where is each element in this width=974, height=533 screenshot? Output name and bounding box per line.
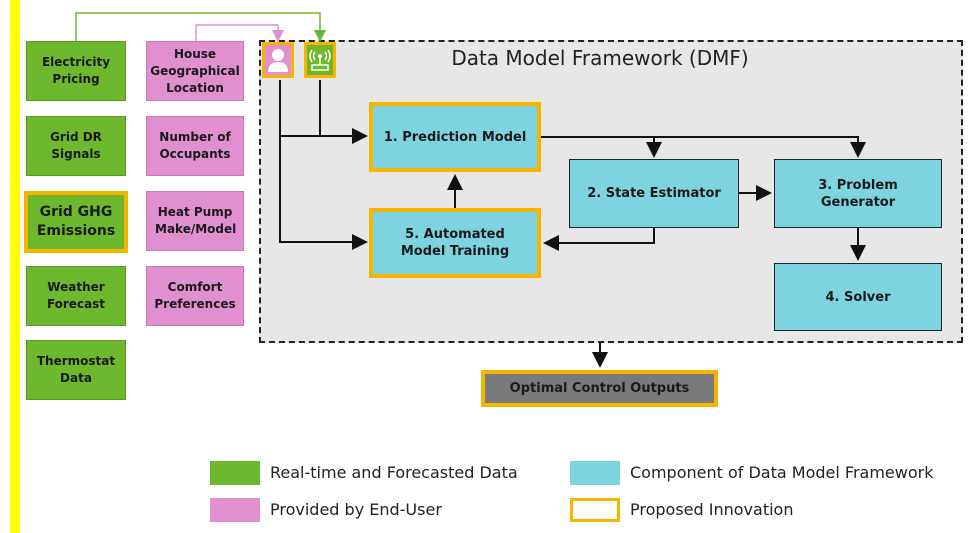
legend-realtime-label: Real-time and Forecasted Data: [270, 463, 518, 482]
thermostat-data-box: Thermostat Data: [26, 340, 126, 400]
legend-innovation-swatch: [570, 498, 620, 522]
thermostat-data-label: Thermostat Data: [36, 354, 116, 385]
legend-user-swatch: [210, 498, 260, 522]
electricity-pricing-box: Electricity Pricing: [26, 41, 126, 101]
heat-pump-box: Heat Pump Make/Model: [146, 191, 244, 251]
grid-dr-signals-box: Grid DR Signals: [26, 116, 126, 176]
automated-training-box: 5. Automated Model Training: [369, 208, 541, 278]
yellow-side-bar: [10, 0, 20, 533]
state-estimator-label: 2. State Estimator: [587, 186, 721, 201]
legend-innovation-label: Proposed Innovation: [630, 500, 794, 519]
solver-box: 4. Solver: [774, 263, 942, 331]
prediction-model-label: 1. Prediction Model: [383, 129, 527, 145]
legend-component-label: Component of Data Model Framework: [630, 463, 934, 482]
state-estimator-box: 2. State Estimator: [569, 159, 739, 228]
heat-pump-label: Heat Pump Make/Model: [155, 205, 237, 236]
comfort-preferences-box: Comfort Preferences: [146, 266, 244, 326]
number-of-occupants-label: Number of Occupants: [159, 130, 231, 161]
automated-training-label: 5. Automated Model Training: [400, 227, 510, 259]
grid-ghg-emissions-label: Grid GHG Emissions: [36, 204, 116, 239]
optimal-control-outputs-label: Optimal Control Outputs: [509, 381, 690, 396]
dmf-title: Data Model Framework (DMF): [451, 46, 749, 70]
house-location-box: House Geographical Location: [146, 41, 244, 101]
solver-label: 4. Solver: [825, 289, 891, 305]
number-of-occupants-box: Number of Occupants: [146, 116, 244, 176]
grid-ghg-emissions-box: Grid GHG Emissions: [24, 191, 128, 253]
weather-forecast-label: Weather Forecast: [46, 280, 106, 311]
legend-component-swatch: [570, 461, 620, 485]
weather-forecast-box: Weather Forecast: [26, 266, 126, 326]
optimal-control-outputs-box: Optimal Control Outputs: [481, 370, 718, 407]
problem-generator-label: 3. Problem Generator: [818, 177, 898, 210]
wireless-sensor-icon: [304, 42, 336, 78]
electricity-pricing-label: Electricity Pricing: [41, 55, 111, 86]
legend-user-label: Provided by End-User: [270, 500, 442, 519]
comfort-preferences-label: Comfort Preferences: [154, 280, 236, 311]
grid-dr-signals-label: Grid DR Signals: [50, 130, 102, 161]
problem-generator-box: 3. Problem Generator: [774, 159, 942, 228]
legend-realtime-swatch: [210, 461, 260, 485]
user-icon: [262, 42, 294, 78]
house-location-label: House Geographical Location: [150, 46, 240, 95]
prediction-model-box: 1. Prediction Model: [369, 102, 541, 172]
